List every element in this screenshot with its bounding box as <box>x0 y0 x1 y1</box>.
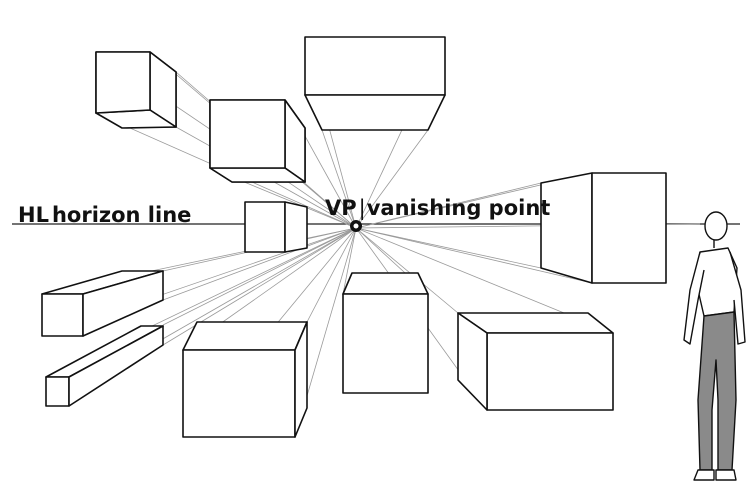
box-upper-middle-left <box>209 99 306 183</box>
figure-pants <box>697 311 737 471</box>
ray <box>355 129 429 229</box>
vp-abbr: VP <box>325 196 357 220</box>
ray <box>321 129 357 229</box>
ray <box>162 227 357 301</box>
bar-left-lower <box>45 325 164 407</box>
human-figure <box>683 211 746 481</box>
ray <box>355 227 459 314</box>
vanishing-point-label: VP|vanishing point <box>325 196 550 221</box>
vp-text: vanishing point <box>367 196 551 220</box>
box-lower-right <box>457 312 614 411</box>
bar-left-upper <box>41 270 164 337</box>
box-lower-center <box>342 272 429 394</box>
figure-left-arm <box>683 251 705 345</box>
box-top-center <box>304 36 446 131</box>
box-lower-left <box>182 321 308 438</box>
figure-right-arm <box>729 251 746 345</box>
box-right-on-horizon <box>540 172 667 284</box>
ray <box>162 227 357 326</box>
ray <box>342 227 357 295</box>
figure-shoes <box>693 469 737 481</box>
box-on-horizon <box>244 201 308 253</box>
ray <box>355 227 593 284</box>
ray <box>355 227 542 269</box>
figure-head <box>704 211 728 241</box>
box-upper-left <box>95 51 177 129</box>
ray <box>306 227 357 323</box>
horizon-abbr: HL <box>18 203 49 227</box>
horizon-text: horizon line <box>52 203 191 227</box>
